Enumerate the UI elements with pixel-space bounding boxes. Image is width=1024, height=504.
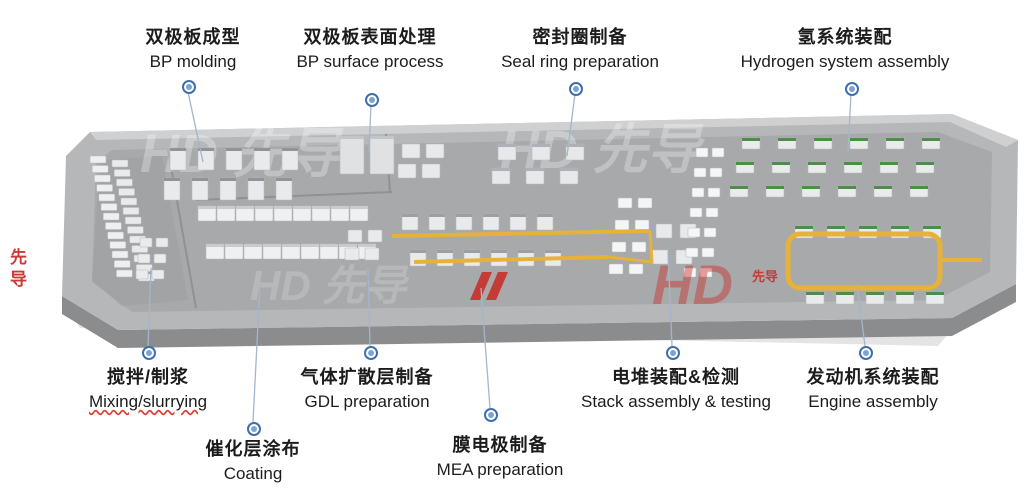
marker-stack [666, 346, 680, 360]
marker-hydrogen [845, 82, 859, 96]
label-bp-molding-en: BP molding [149, 51, 237, 71]
label-mea: 膜电极制备 MEA preparation [400, 434, 600, 480]
label-mea-en: MEA preparation [436, 459, 564, 479]
label-mixing: 搅拌/制浆 Mixing/slurrying [58, 366, 238, 412]
label-stack-en: Stack assembly & testing [581, 391, 771, 411]
marker-mixing [142, 346, 156, 360]
label-mixing-en: Mixing/slurrying [88, 391, 208, 411]
label-bp-surface-zh: 双极板表面处理 [303, 27, 437, 47]
label-seal-ring: 密封圈制备 Seal ring preparation [470, 26, 690, 72]
marker-coating [247, 422, 261, 436]
label-mea-zh: 膜电极制备 [452, 435, 548, 455]
red-logo-watermark: HD [470, 253, 733, 316]
label-bp-molding: 双极板成型 BP molding [108, 26, 278, 72]
marker-mea [484, 408, 498, 422]
label-stack-zh: 电堆装配&检测 [612, 367, 740, 387]
label-engine: 发动机系统装配 Engine assembly [763, 366, 983, 412]
label-seal-ring-zh: 密封圈制备 [532, 27, 628, 47]
machine-blocks [89, 135, 945, 305]
marker-bp-molding [182, 80, 196, 94]
label-gdl: 气体扩散层制备 GDL preparation [267, 366, 467, 412]
marker-engine [859, 346, 873, 360]
label-bp-molding-zh: 双极板成型 [145, 27, 241, 47]
label-hydrogen-zh: 氢系统装配 [797, 27, 893, 47]
watermark-cn-small: 先导 [752, 269, 779, 284]
label-coating-en: Coating [223, 463, 283, 483]
label-coating: 催化层涂布 Coating [173, 438, 333, 484]
leader-lines [147, 91, 866, 423]
watermark-red-hd: HD [652, 253, 733, 316]
watermark-cn-vertical: 先导 [7, 248, 26, 292]
label-seal-ring-en: Seal ring preparation [501, 51, 659, 71]
label-gdl-zh: 气体扩散层制备 [300, 367, 434, 387]
label-coating-zh: 催化层涂布 [205, 439, 301, 459]
label-mixing-zh: 搅拌/制浆 [106, 367, 189, 387]
label-stack: 电堆装配&检测 Stack assembly & testing [551, 366, 801, 412]
marker-bp-surface [365, 93, 379, 107]
conveyor-lines [391, 229, 982, 291]
label-engine-en: Engine assembly [808, 391, 938, 411]
platform-back-rim [90, 114, 1018, 147]
label-hydrogen-en: Hydrogen system assembly [740, 51, 950, 71]
marker-seal-ring [569, 82, 583, 96]
marker-gdl [364, 346, 378, 360]
platform-front-face [62, 284, 1016, 348]
watermark-text-3: HD 先导 [250, 262, 410, 309]
label-bp-surface: 双极板表面处理 BP surface process [270, 26, 470, 72]
label-bp-surface-en: BP surface process [296, 51, 444, 71]
label-hydrogen: 氢系统装配 Hydrogen system assembly [705, 26, 985, 72]
label-engine-zh: 发动机系统装配 [806, 367, 940, 387]
label-gdl-en: GDL preparation [304, 391, 430, 411]
